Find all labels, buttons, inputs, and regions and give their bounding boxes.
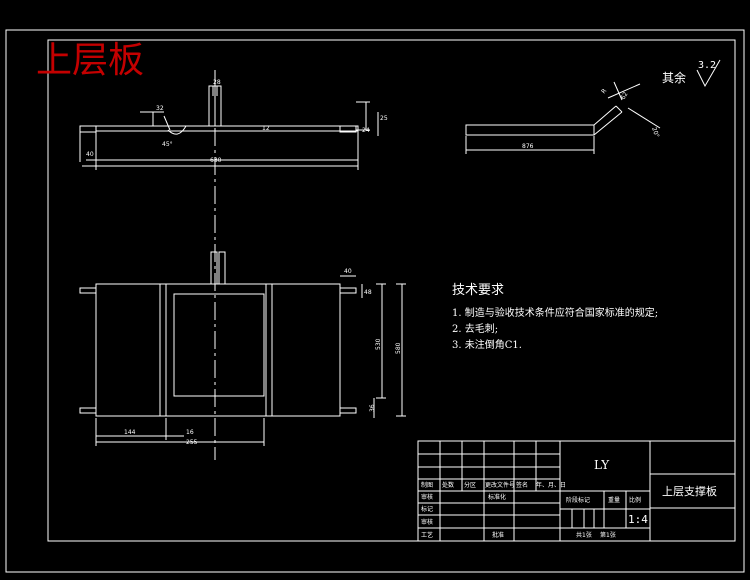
dim-40-top: 40 (86, 151, 94, 158)
drawing-title-overlay: 上层板 (36, 40, 144, 81)
material-label: LY (594, 458, 610, 472)
title-block (417, 440, 736, 542)
dim-32: 32 (156, 105, 164, 112)
row-label-mark: 标记 (421, 505, 433, 513)
tech-requirement-1: 1. 制造与验收技术条件应符合国家标准的规定; (452, 306, 658, 319)
dim-25: 25 (380, 115, 388, 122)
dim-20deg: 20° (650, 126, 660, 138)
header-count: 处数 (442, 481, 454, 489)
header-sign: 签名 (516, 481, 528, 489)
top-view (79, 70, 379, 460)
scale-label: 比例 (629, 496, 641, 504)
part-name: 上层支撑板 (662, 484, 717, 498)
dim-12: 12 (262, 125, 270, 132)
approve-label: 批准 (492, 531, 504, 539)
plan-view (79, 251, 406, 446)
dim-630: 630 (210, 157, 222, 164)
dim-580: 580 (395, 342, 402, 354)
header-zone: 分区 (464, 481, 476, 489)
dim-48: 48 (364, 289, 372, 296)
right-part-view (465, 81, 661, 154)
std-label: 标准化 (488, 493, 506, 501)
outer-border (5, 29, 745, 573)
dim-16: 16 (186, 429, 194, 436)
header-date: 年、月、日 (536, 481, 566, 489)
tech-requirement-3: 3. 未注倒角C1. (452, 338, 522, 351)
sheet-total: 共1张 (576, 531, 592, 539)
stage-label: 阶段标记 (566, 496, 590, 504)
dim-62: 62 (620, 91, 630, 101)
dim-36: 36 (369, 404, 376, 412)
dim-45deg: 45° (162, 141, 173, 148)
dim-876: 876 (522, 143, 534, 150)
weight-label: 重量 (608, 496, 620, 504)
surface-finish-label: 其余 (662, 70, 686, 85)
dim-28: 28 (213, 79, 221, 86)
dim-530: 530 (375, 338, 382, 350)
row-label-process: 工艺 (421, 531, 433, 539)
surface-finish-value: 3.2 (698, 60, 716, 71)
dim-255: 255 (186, 439, 198, 446)
inner-border (47, 39, 736, 542)
tech-requirements-heading: 技术要求 (452, 283, 504, 298)
scale-value: 1:4 (628, 513, 648, 526)
row-label-review: 审核 (421, 518, 433, 526)
dim-24: 24 (362, 127, 370, 134)
dim-40-plan: 40 (344, 268, 352, 275)
dim-R: R (600, 88, 608, 96)
sheet-number: 第1张 (600, 531, 616, 539)
dim-144: 144 (124, 429, 136, 436)
row-label-check: 审核 (421, 493, 433, 501)
header-change-doc: 更改文件号 (485, 481, 515, 489)
tech-requirement-2: 2. 去毛刺; (452, 323, 498, 335)
row-label-draw: 制图 (421, 481, 433, 489)
surface-finish-symbol (696, 59, 721, 88)
